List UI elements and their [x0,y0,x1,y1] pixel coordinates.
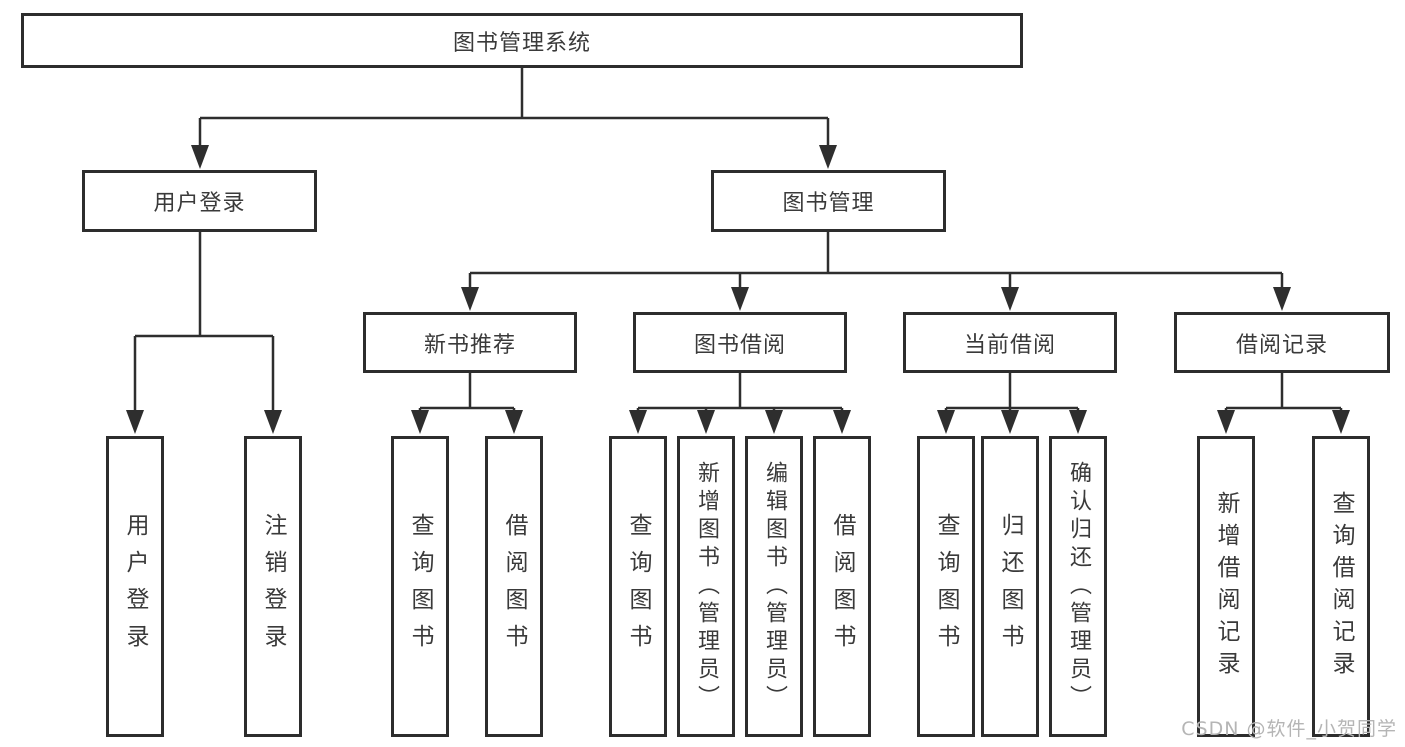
leaf-logout-label: 注销登录 [260,512,286,661]
node-borrow-records: 借阅记录 [1174,312,1390,373]
leaf-current-query-books: 查询图书 [917,436,975,737]
node-root: 图书管理系统 [21,13,1023,68]
node-root-label: 图书管理系统 [452,30,591,56]
leaf-current-return-books-label: 归还图书 [997,512,1023,661]
node-book-management-label: 图书管理 [782,191,875,216]
leaf-records-query-record: 查询借阅记录 [1312,436,1370,737]
node-current-borrow: 当前借阅 [903,312,1117,373]
leaf-current-confirm-return-admin-label: 确认归还（管理员） [1066,460,1091,713]
leaf-borrow-add-books-admin: 新增图书（管理员） [677,436,735,737]
node-borrow-records-label: 借阅记录 [1235,332,1328,358]
leaf-logout: 注销登录 [244,436,302,737]
leaf-newbook-borrow-books-label: 借阅图书 [501,512,527,661]
leaf-borrow-borrow-books-label: 借阅图书 [829,512,855,661]
leaf-newbook-borrow-books: 借阅图书 [485,436,543,737]
leaf-current-return-books: 归还图书 [981,436,1039,737]
node-book-borrow-label: 图书借阅 [693,332,786,358]
leaf-user-login: 用户登录 [106,436,164,737]
leaf-borrow-edit-books-admin-label: 编辑图书（管理员） [762,460,787,713]
leaf-current-confirm-return-admin: 确认归还（管理员） [1049,436,1107,737]
leaf-borrow-edit-books-admin: 编辑图书（管理员） [745,436,803,737]
node-current-borrow-label: 当前借阅 [963,332,1056,358]
leaf-borrow-borrow-books: 借阅图书 [813,436,871,737]
node-book-management: 图书管理 [711,170,946,232]
node-book-borrow: 图书借阅 [633,312,847,373]
leaf-records-query-record-label: 查询借阅记录 [1328,490,1354,683]
node-new-book-recommend: 新书推荐 [363,312,577,373]
leaf-user-login-label: 用户登录 [122,512,148,661]
leaf-records-add-record-label: 新增借阅记录 [1213,490,1239,683]
watermark: CSDN @软件_小贺同学 [1181,718,1397,740]
node-user-login: 用户登录 [82,170,317,232]
leaf-current-query-books-label: 查询图书 [933,512,959,661]
leaf-borrow-query-books: 查询图书 [609,436,667,737]
leaf-borrow-add-books-admin-label: 新增图书（管理员） [694,460,719,713]
arrowheads [126,145,1350,434]
leaf-records-add-record: 新增借阅记录 [1197,436,1255,737]
leaf-borrow-query-books-label: 查询图书 [625,512,651,661]
node-new-book-recommend-label: 新书推荐 [423,332,516,358]
leaf-newbook-query-books-label: 查询图书 [407,512,433,661]
leaf-newbook-query-books: 查询图书 [391,436,449,737]
node-user-login-label: 用户登录 [153,191,246,216]
